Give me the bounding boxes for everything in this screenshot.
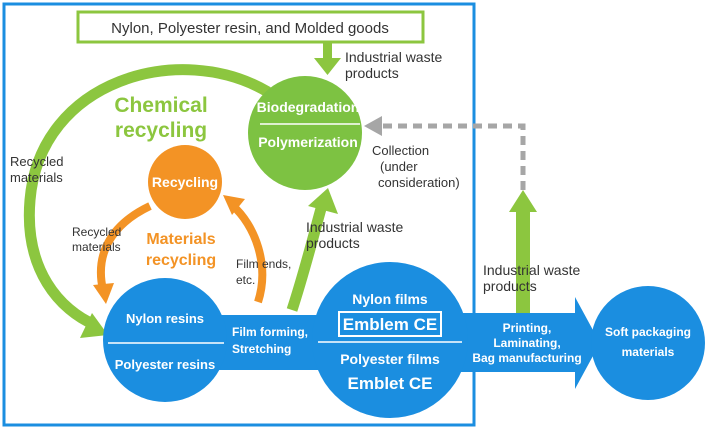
top-waste-arrow-shaft <box>323 40 332 60</box>
orange-right-arc <box>229 201 267 304</box>
printing-label-3: Bag manufacturing <box>472 351 581 365</box>
emblet-ce-label: Emblet CE <box>347 374 432 393</box>
mid-waste-arc <box>286 203 328 312</box>
orange-left-arrowhead <box>93 283 114 304</box>
film-ends-label-2: etc. <box>236 273 255 287</box>
emblem-ce-label: Emblem CE <box>343 315 437 334</box>
outer-recycled-label-2: materials <box>10 170 63 185</box>
inner-recycled-label-2: materials <box>72 240 121 254</box>
right-waste-arrow-shaft <box>516 210 530 313</box>
resins-circle <box>103 278 227 402</box>
top-box <box>76 10 425 44</box>
collection-arrowhead <box>364 116 382 136</box>
polyester-resins-label: Polyester resins <box>115 357 215 372</box>
film-ends-label-1: Film ends, <box>236 257 291 271</box>
right-waste-label-1: Industrial waste <box>483 262 580 278</box>
recycling-label: Recycling <box>152 174 218 190</box>
mid-waste-label-2: products <box>306 235 360 251</box>
collection-dashed-path <box>380 123 526 250</box>
soft-packaging-label-2: materials <box>622 345 675 359</box>
polymerization-label: Polymerization <box>258 134 358 150</box>
printing-arrow <box>440 297 600 389</box>
biodegradation-label: Biodegradation <box>257 99 360 115</box>
materials-recycling-label-2: recycling <box>146 252 216 269</box>
film-forming-label-2: Stretching <box>232 342 291 356</box>
emblem-box-inner <box>340 313 440 335</box>
frame-border <box>2 2 476 427</box>
mid-waste-label-1: Industrial waste <box>306 219 403 235</box>
nylon-resins-label: Nylon resins <box>126 311 204 326</box>
right-waste-label-2: products <box>483 278 537 294</box>
chemical-recycling-label-2: recycling <box>115 119 207 142</box>
outer-recycled-label-1: Recycled <box>10 154 63 169</box>
orange-left-arc <box>96 202 152 291</box>
recycling-circle <box>148 145 222 219</box>
biodegradation-circle <box>248 76 362 190</box>
top-waste-arrowhead <box>314 58 341 75</box>
soft-packaging-label-1: Soft packaging <box>605 325 691 339</box>
mid-waste-arrowhead <box>308 188 338 214</box>
orange-right-arrowhead <box>223 195 245 215</box>
top-box-label: Nylon, Polyester resin, and Molded goods <box>111 20 389 37</box>
collection-label-2: (under <box>380 159 418 174</box>
soft-packaging-circle <box>591 286 705 400</box>
inner-recycled-label-1: Recycled <box>72 225 121 239</box>
collection-label-3: consideration) <box>378 175 460 190</box>
recycled-materials-arrowhead <box>80 313 108 338</box>
top-waste-label-2: products <box>345 65 399 81</box>
polyester-films-label: Polyester films <box>340 351 440 367</box>
film-forming-band <box>215 315 330 370</box>
printing-label-1: Printing, <box>503 321 552 335</box>
collection-label-1: Collection <box>372 143 429 158</box>
printing-label-2: Laminating, <box>493 336 560 350</box>
films-circle <box>312 262 468 418</box>
film-forming-label-1: Film forming, <box>232 325 308 339</box>
right-waste-arrowhead <box>509 190 537 212</box>
recycled-materials-arc <box>23 64 271 331</box>
materials-recycling-label-1: Materials <box>146 231 215 248</box>
chemical-recycling-label-1: Chemical <box>114 94 207 117</box>
nylon-films-label: Nylon films <box>352 291 428 307</box>
top-waste-label-1: Industrial waste <box>345 49 442 65</box>
